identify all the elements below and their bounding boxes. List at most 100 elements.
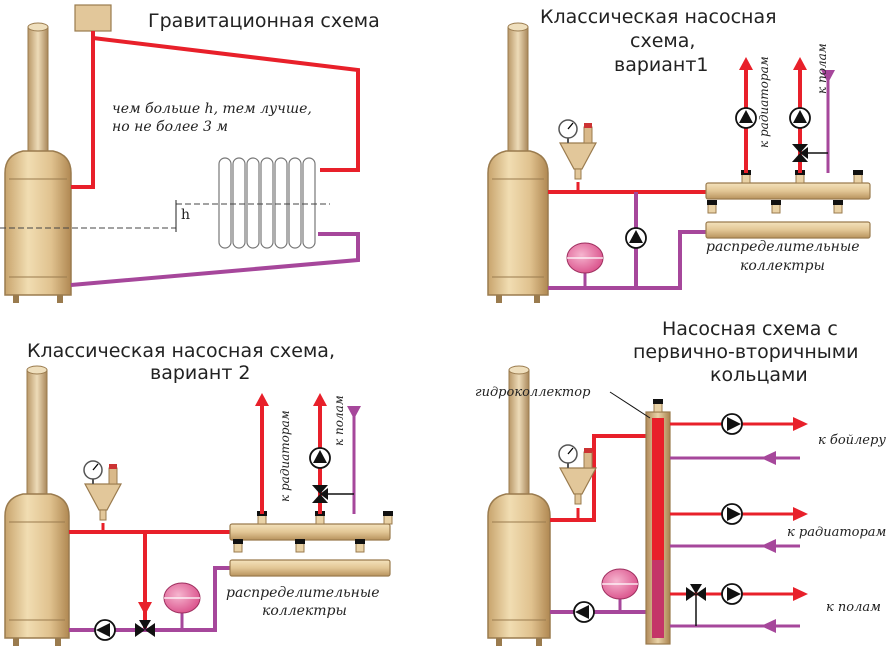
pump-arrow xyxy=(739,110,753,123)
boiler-leg xyxy=(13,638,19,646)
label-collectors-2-line2: коллектры xyxy=(262,603,347,619)
gravity-scheme xyxy=(0,4,360,303)
label-hydro-collector: гидроколлектор xyxy=(475,385,591,400)
title-primary-line3: кольцами xyxy=(710,364,808,386)
label-collectors-1-line1: распределительные xyxy=(706,239,860,255)
gauge-needle xyxy=(92,463,99,471)
collector-pipe xyxy=(229,523,391,541)
pump-arrow xyxy=(313,450,327,463)
arrow-head xyxy=(793,507,808,521)
pump-arrow xyxy=(96,623,110,637)
label-collectors-2-line1: распределительные xyxy=(226,585,380,601)
pump-arrow xyxy=(727,587,741,601)
pipe-supply-riser xyxy=(71,31,95,189)
primary-secondary-scheme xyxy=(487,365,808,646)
label-to-floors-2: к полам xyxy=(332,395,346,446)
pipe-return xyxy=(548,230,706,290)
valve-half xyxy=(312,494,328,503)
safety-valve xyxy=(583,451,593,469)
boiler-chimney xyxy=(27,26,49,160)
title-primary-line1: Насосная схема с xyxy=(662,318,838,340)
arrow-head xyxy=(739,57,753,70)
note-height-line2: но не более 3 м xyxy=(112,119,228,135)
valve-half xyxy=(800,147,808,159)
separator-stem xyxy=(99,509,107,521)
safety-valve-cap xyxy=(584,448,592,453)
boiler-leg xyxy=(536,638,542,646)
nipple-cap xyxy=(771,200,781,205)
air-separator xyxy=(558,142,598,170)
valve-half xyxy=(696,587,706,601)
expansion-box xyxy=(74,4,112,32)
boiler-leg xyxy=(13,295,19,303)
arrow-head xyxy=(793,587,808,601)
boiler-chimney xyxy=(507,26,529,160)
collector-pipe xyxy=(229,559,391,577)
title-classic1-line1: Классическая насосная xyxy=(540,6,777,28)
boiler-body xyxy=(4,150,72,296)
radiator-section xyxy=(260,157,274,249)
pump-arrow xyxy=(575,605,589,619)
boiler-chimney xyxy=(26,369,48,503)
hydro-leader xyxy=(609,391,651,419)
separator-stem xyxy=(574,493,582,505)
pipe-primary-supply xyxy=(550,434,650,522)
arrow-head xyxy=(761,451,776,465)
pump-arrow xyxy=(727,507,741,521)
hydro-return-zone xyxy=(652,560,664,638)
valve-half xyxy=(320,488,328,500)
arrow-head xyxy=(793,57,807,70)
nipple-cap xyxy=(383,511,393,516)
chimney-top xyxy=(26,365,48,375)
arrow-head xyxy=(821,70,835,83)
nipple-cap xyxy=(355,539,365,544)
arrow-head xyxy=(313,393,327,406)
pipe-supply-top xyxy=(92,36,360,172)
chimney-top xyxy=(508,365,530,375)
label-to-boiler: к бойлеру xyxy=(818,433,886,448)
valve-half xyxy=(145,623,155,637)
radiator-section xyxy=(274,157,288,249)
gauge-needle xyxy=(567,447,574,455)
radiator-section xyxy=(246,157,260,249)
nipple-cap xyxy=(295,539,305,544)
pump-arrow xyxy=(629,230,643,243)
chimney-top xyxy=(507,22,529,32)
nipple-cap xyxy=(653,399,663,404)
gauge-needle xyxy=(567,122,574,130)
valve-half xyxy=(686,587,696,601)
title-gravity: Гравитационная схема xyxy=(148,10,380,32)
classic-scheme-1 xyxy=(487,22,871,303)
pump-arrow xyxy=(727,417,741,431)
air-separator xyxy=(83,483,123,511)
valve-half xyxy=(312,485,328,494)
collector-pipe xyxy=(705,182,871,200)
title-primary-line2: первично-вторичными xyxy=(633,341,859,363)
radiator-section xyxy=(218,157,232,249)
label-to-radiators-1: к радиаторам xyxy=(757,56,771,148)
collector-pipe xyxy=(705,221,871,239)
separator-stem xyxy=(574,168,582,180)
radiator-section xyxy=(232,157,246,249)
boiler-body xyxy=(487,493,551,639)
boiler-leg xyxy=(57,295,63,303)
radiator-section xyxy=(288,157,302,249)
arrow-head xyxy=(347,406,361,419)
safety-valve-cap xyxy=(584,123,592,128)
pipe-return xyxy=(70,232,360,287)
air-separator xyxy=(558,467,598,495)
safety-valve xyxy=(108,467,118,485)
arrow-head xyxy=(793,417,808,431)
title-classic2-line1: Классическая насосная схема, xyxy=(27,340,335,362)
nipple-cap xyxy=(707,200,717,205)
title-classic1-line2: схема, xyxy=(630,30,696,52)
safety-valve xyxy=(583,126,593,144)
pump-arrow xyxy=(793,110,807,123)
valve-half xyxy=(690,584,702,594)
boiler-body xyxy=(4,493,70,639)
title-classic2-line2: вариант 2 xyxy=(150,362,251,384)
valve-half xyxy=(135,623,145,637)
arrow-head xyxy=(255,393,269,406)
